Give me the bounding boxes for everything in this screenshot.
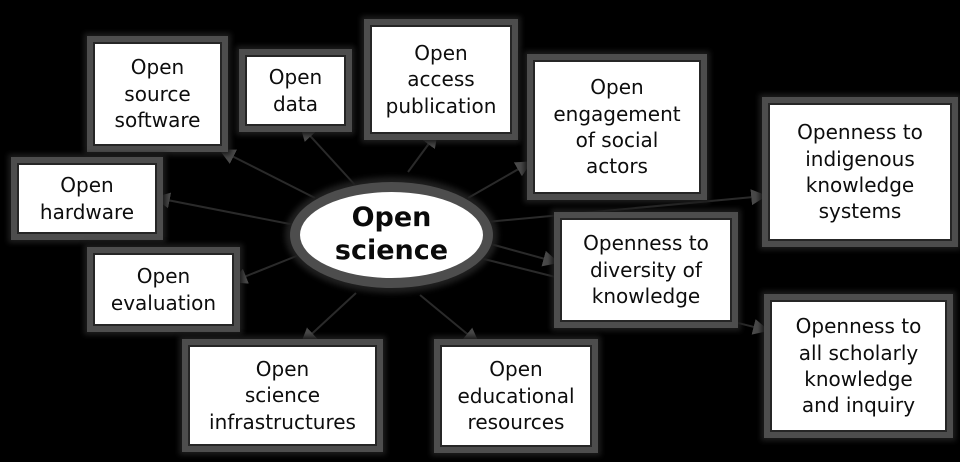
node-open-engagement: Open engagement of social actors	[533, 60, 701, 194]
edge-to-open-access-publication	[407, 131, 438, 173]
node-open-access-publication: Open access publication	[370, 25, 512, 134]
edge-to-open-science-infrastructures	[300, 292, 357, 345]
node-open-science-infrastructures-label: Open science infrastructures	[209, 356, 356, 434]
node-open-source-software: Open source software	[93, 42, 222, 146]
node-open-evaluation: Open evaluation	[93, 253, 234, 326]
node-open-evaluation-label: Open evaluation	[110, 264, 217, 315]
node-open-educational-resources: Open educational resources	[440, 345, 592, 447]
node-openness-indigenous: Openness to indigenous knowledge systems	[768, 103, 952, 241]
edge-to-open-hardware	[153, 192, 296, 226]
node-open-access-publication-label: Open access publication	[385, 40, 497, 118]
node-openness-indigenous-label: Openness to indigenous knowledge systems	[797, 120, 923, 224]
edge-to-open-evaluation	[231, 254, 300, 284]
node-open-hardware: Open hardware	[17, 163, 157, 234]
node-open-science: Open science	[300, 192, 483, 278]
node-openness-diversity-label: Openness to diversity of knowledge	[583, 231, 709, 309]
node-open-educational-resources-label: Open educational resources	[457, 357, 575, 435]
node-open-source-software-label: Open source software	[114, 55, 201, 133]
node-open-science-label: Open science	[334, 202, 449, 266]
node-open-data: Open data	[245, 55, 346, 126]
edge-to-open-educational-resources	[419, 294, 480, 345]
edge-to-open-source-software	[219, 149, 316, 199]
node-open-hardware-label: Open hardware	[39, 173, 135, 224]
node-openness-diversity: Openness to diversity of knowledge	[560, 218, 732, 322]
edge-to-openness-indigenous	[485, 189, 768, 223]
edge-to-openness-diversity	[486, 242, 560, 267]
edge-to-open-data	[299, 124, 356, 186]
edge-to-open-engagement	[467, 161, 532, 199]
node-open-science-infrastructures: Open science infrastructures	[188, 345, 377, 446]
node-open-engagement-label: Open engagement of social actors	[553, 75, 681, 179]
node-openness-scholarly-label: Openness to all scholarly knowledge and …	[795, 314, 922, 418]
node-open-data-label: Open data	[268, 65, 323, 116]
node-openness-scholarly: Openness to all scholarly knowledge and …	[770, 300, 947, 432]
